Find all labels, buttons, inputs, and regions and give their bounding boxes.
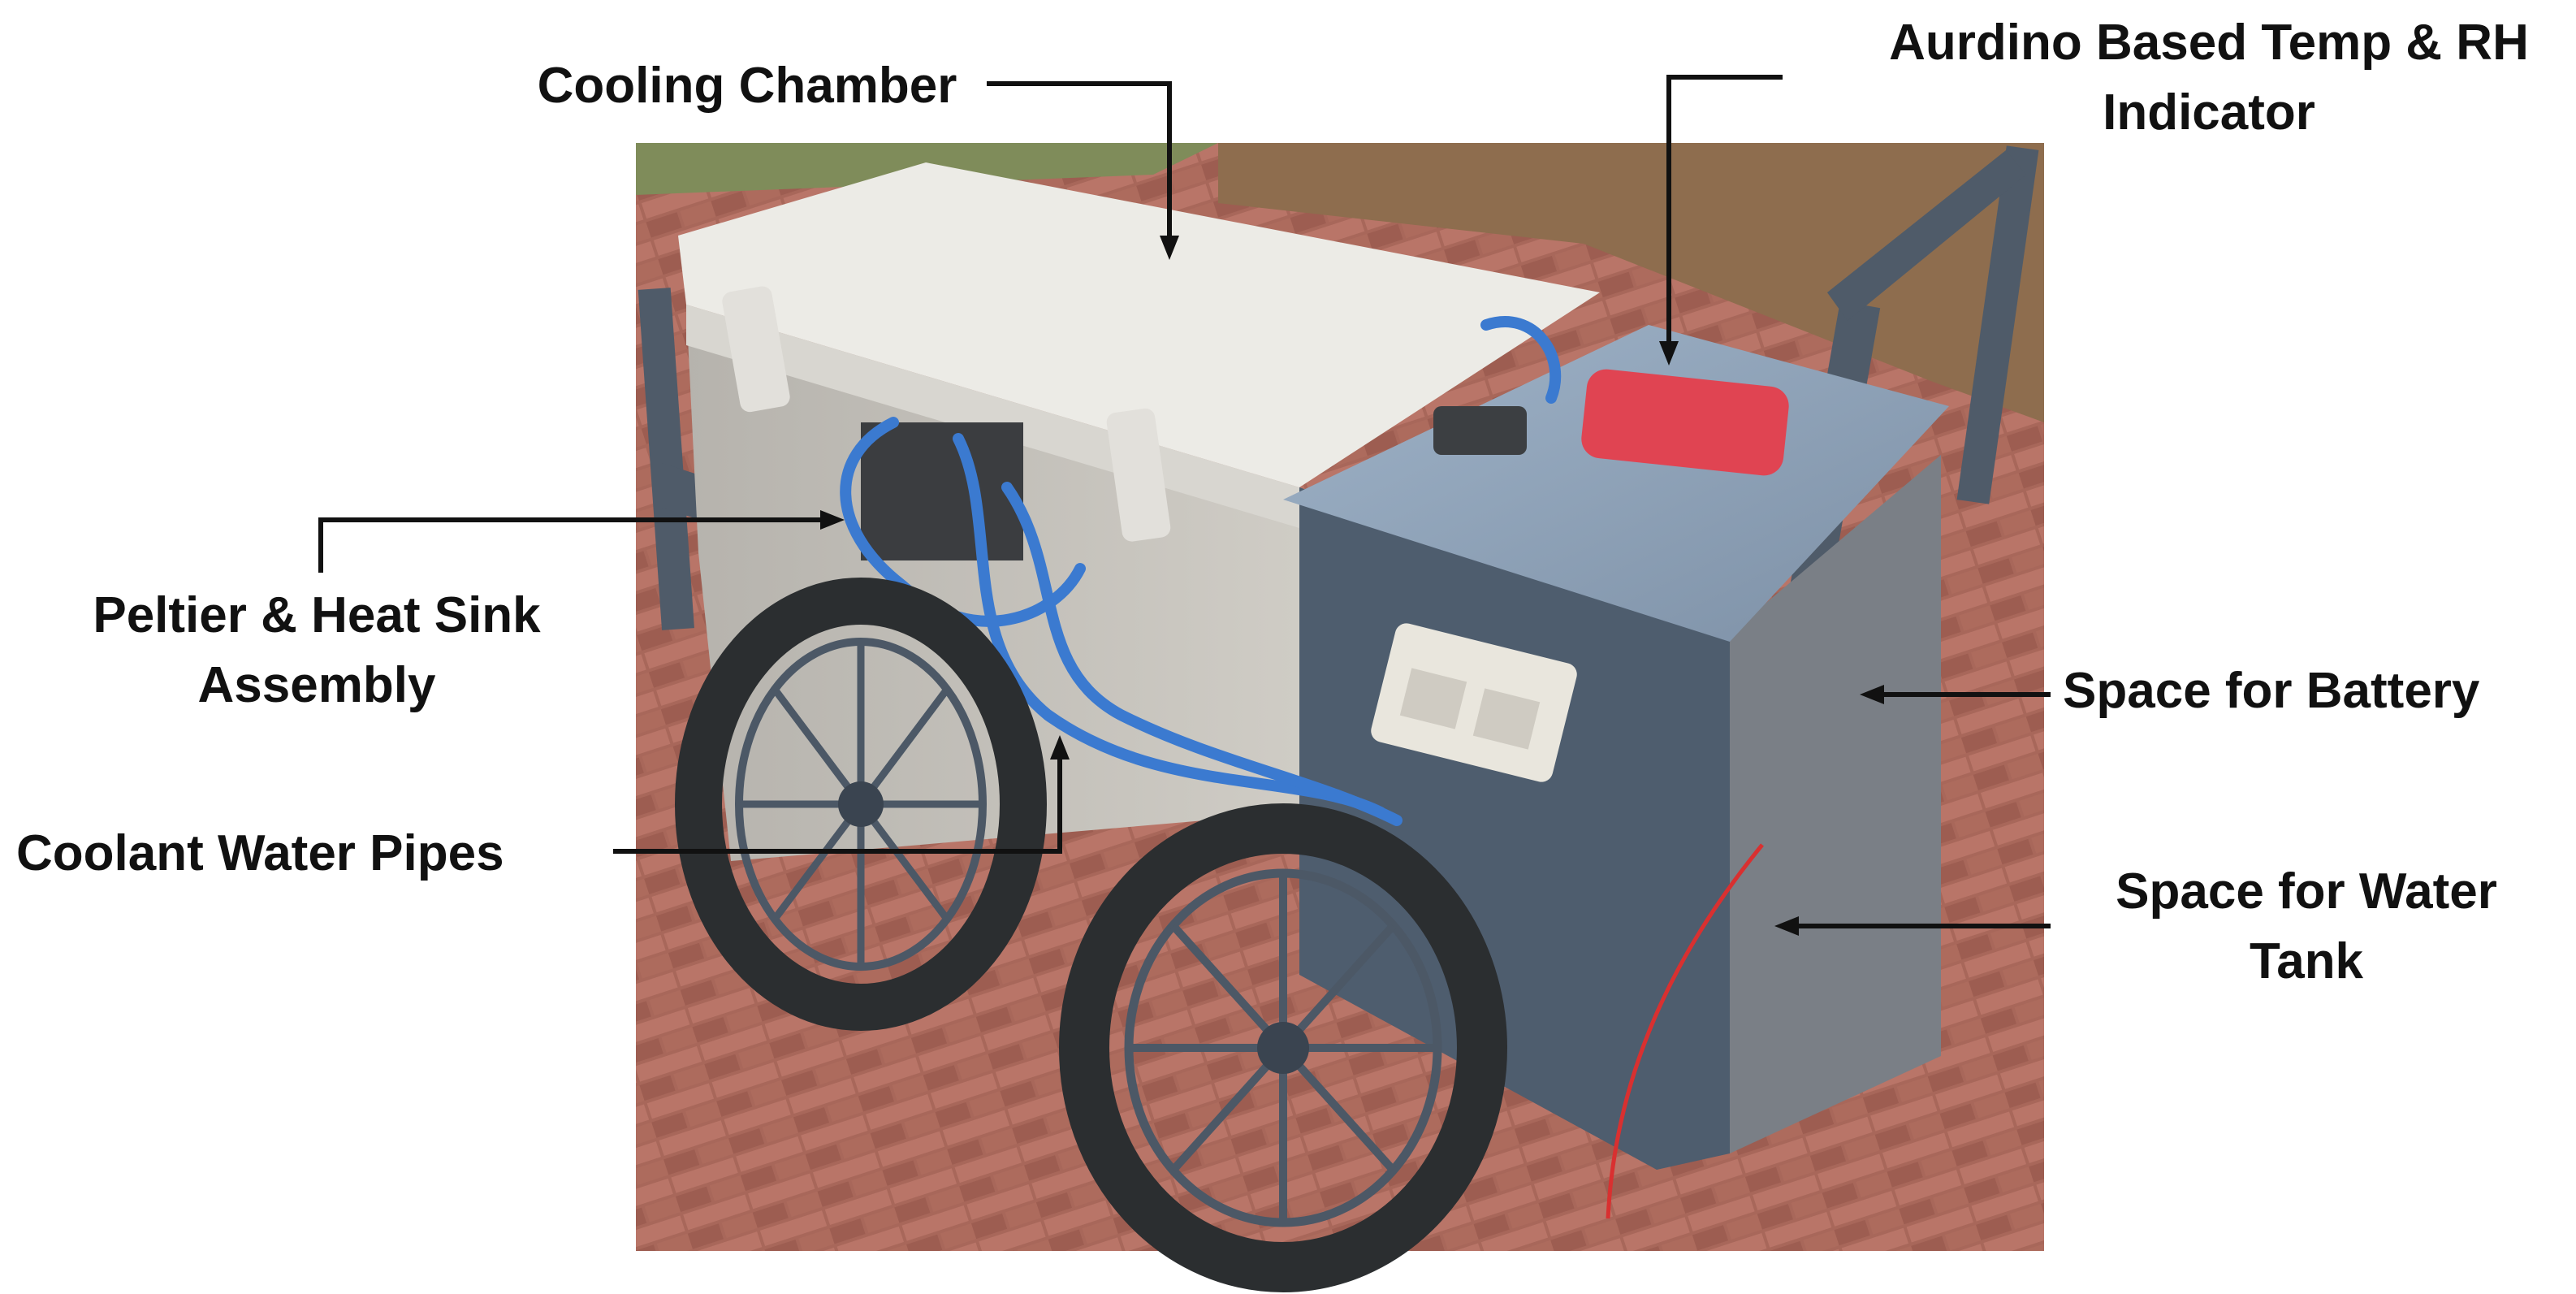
leader-peltier-assembly xyxy=(318,517,820,573)
rear-wheel xyxy=(675,578,1047,1031)
soil-background xyxy=(1218,143,2044,422)
coolant-pipes xyxy=(840,316,1562,826)
electronics-cabinet xyxy=(1283,325,1949,1219)
label-cooling-chamber: Cooling Chamber xyxy=(537,58,957,114)
front-wheel xyxy=(1059,803,1507,1292)
leader-lines xyxy=(318,75,2051,936)
leader-temp-rh-indicator xyxy=(1666,75,1783,345)
leader-coolant-pipes xyxy=(613,755,1062,854)
arrowhead-coolant-pipes xyxy=(1050,735,1070,760)
leader-cooling-chamber xyxy=(987,81,1172,236)
cart-photo xyxy=(636,143,2044,1292)
label-water-tank-space: Space for Water Tank xyxy=(2116,863,2497,989)
arrowhead-battery-space xyxy=(1860,685,1884,704)
label-coolant-pipes: Coolant Water Pipes xyxy=(16,825,504,881)
label-temp-rh-indicator: Aurdino Based Temp & RH Indicator xyxy=(1889,15,2529,141)
label-battery-space: Space for Battery xyxy=(2063,663,2480,719)
arrowhead-temp-rh-indicator xyxy=(1659,341,1679,366)
label-peltier-assembly: Peltier & Heat Sink Assembly xyxy=(93,587,541,713)
arrowhead-peltier-assembly xyxy=(820,510,845,530)
arrowhead-water-tank-space xyxy=(1774,916,1799,936)
arrowhead-cooling-chamber xyxy=(1160,236,1179,260)
